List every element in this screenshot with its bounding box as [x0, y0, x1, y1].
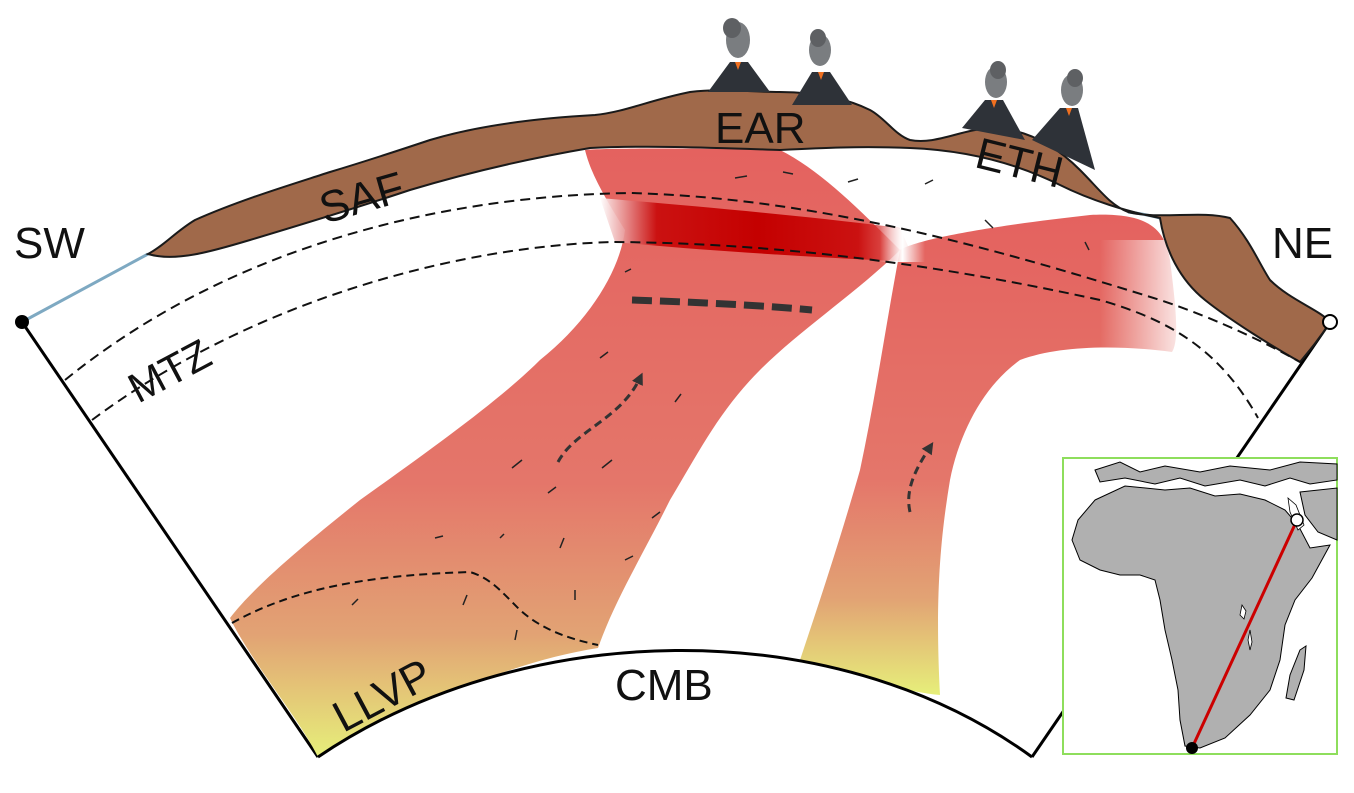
hot-zone-gap [880, 226, 925, 262]
endpoint-marker-ne-icon [1322, 314, 1338, 330]
profile-end-sw-icon [1186, 742, 1198, 754]
plume-fade-right [1100, 240, 1180, 360]
hot-zone [600, 198, 915, 262]
llvp-boundary [231, 570, 599, 646]
volcano-icon [1032, 69, 1095, 170]
cmb-arc [317, 648, 1033, 759]
flow-texture [351, 171, 1090, 641]
ocean-line-sw [21, 252, 149, 324]
mtz-lower-boundary [91, 240, 1259, 421]
label-ear: EAR [715, 104, 805, 153]
plume-right [800, 214, 1177, 695]
volcano-icon [792, 29, 852, 105]
volcano-icon [708, 18, 770, 92]
thick-dashed-feature [631, 296, 813, 314]
flow-arrow-left-icon [556, 372, 643, 463]
profile-line [1190, 519, 1299, 749]
label-cmb: CMB [615, 661, 713, 710]
inset-map [1062, 457, 1338, 755]
endpoint-marker-sw-icon [15, 315, 29, 329]
africa-landmass [1071, 485, 1331, 749]
crust [145, 89, 1332, 364]
madagascar [1285, 645, 1307, 701]
label-mtz: MTZ [120, 330, 218, 412]
label-ne: NE [1272, 219, 1333, 268]
sector-left-edge [20, 321, 320, 758]
profile-end-ne-icon [1290, 513, 1304, 527]
mtz-upper-boundary [64, 191, 1301, 381]
plume-left [230, 148, 900, 757]
flow-arrow-right-icon [907, 441, 934, 513]
label-sw: SW [14, 219, 85, 268]
volcano-icon [962, 61, 1025, 140]
